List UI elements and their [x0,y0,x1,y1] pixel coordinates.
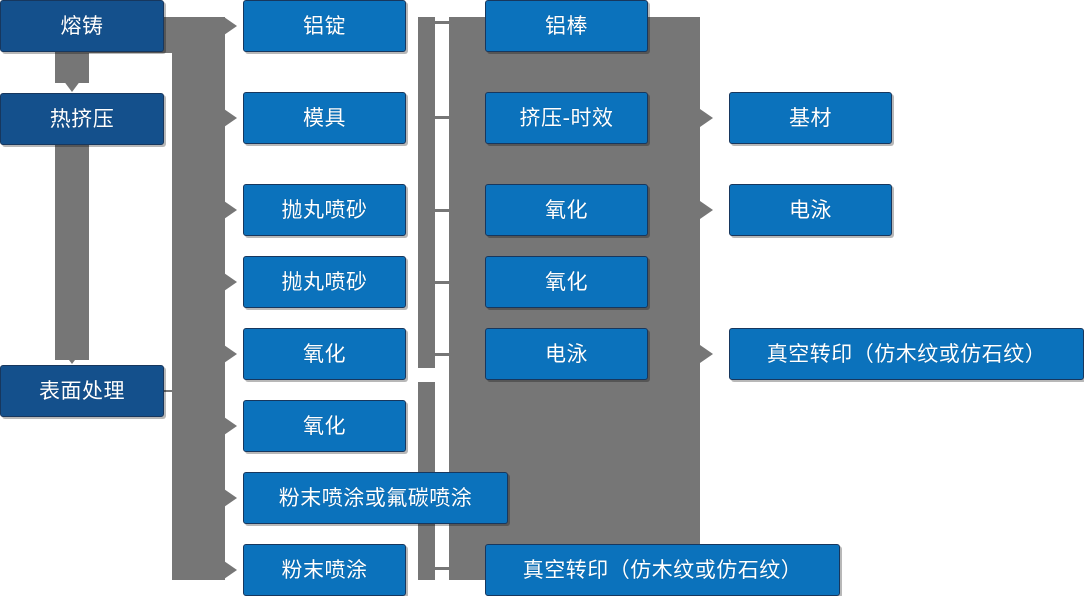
n-powder-coat-label: 粉末喷涂 [281,557,368,582]
triangle-down-icon [63,80,81,92]
n-electrophoresis-1-label: 电泳 [545,341,588,366]
n-vacuum-transfer-1-label: 真空转印（仿木纹或仿石纹） [522,557,803,582]
n-oxidation-1-label: 氧化 [303,341,346,366]
triangle-right-icon [224,273,237,291]
n-extrude-aging-label: 挤压-时效 [519,105,614,130]
triangle-right-icon [224,201,237,219]
triangle-right-icon [700,109,713,127]
triangle-right-icon [224,489,237,507]
n-oxidation-1[interactable]: 氧化 [243,328,406,380]
n-vacuum-transfer-1[interactable]: 真空转印（仿木纹或仿石纹） [485,544,840,596]
n-powder-coat[interactable]: 粉末喷涂 [243,544,406,596]
n-substrate[interactable]: 基材 [729,92,892,144]
n-mould-label: 模具 [303,105,346,130]
triangle-right-icon [224,561,237,579]
n-extrude-aging[interactable]: 挤压-时效 [485,92,648,144]
n-shotblast-2-label: 抛丸喷砂 [281,269,368,294]
triangle-right-icon [224,17,237,35]
surface-treatment-stub [164,390,186,392]
left-bus-vertical-lower [172,365,225,580]
triangle-right-icon [224,345,237,363]
middle-bus-tick [435,209,450,212]
n-oxidation-4-label: 氧化 [545,269,588,294]
n-al-ingot[interactable]: 铝锭 [243,0,406,52]
n-oxidation-3[interactable]: 氧化 [485,184,648,236]
left-bus-vertical-upper [172,17,225,365]
n-al-ingot-label: 铝锭 [303,13,346,38]
n-oxidation-2[interactable]: 氧化 [243,400,406,452]
n-shotblast-1[interactable]: 抛丸喷砂 [243,184,406,236]
n-oxidation-3-label: 氧化 [545,197,588,222]
triangle-right-icon [224,109,237,127]
middle-bus-tick [435,353,450,356]
n-shotblast-1-label: 抛丸喷砂 [281,197,368,222]
triangle-down-icon [63,352,81,364]
n-hot-extrude[interactable]: 热挤压 [0,93,164,145]
middle-bus-tick [435,21,450,24]
middle-bus-thin-upper [418,17,435,368]
n-mould[interactable]: 模具 [243,92,406,144]
n-electrophoresis-2-label: 电泳 [789,197,832,222]
middle-bus-tick [435,567,450,570]
n-hot-extrude-label: 热挤压 [49,106,115,131]
n-vacuum-transfer-2-label: 真空转印（仿木纹或仿石纹） [766,341,1047,366]
n-powder-or-pvdf[interactable]: 粉末喷涂或氟碳喷涂 [243,472,508,524]
n-melt-cast[interactable]: 熔铸 [0,0,164,52]
n-al-bar-label: 铝棒 [545,13,588,38]
n-melt-cast-label: 熔铸 [60,13,104,38]
n-surface-treat[interactable]: 表面处理 [0,365,164,417]
triangle-right-icon [700,345,713,363]
middle-bus-tick [435,281,450,284]
n-al-bar[interactable]: 铝棒 [485,0,648,52]
triangle-right-icon [224,417,237,435]
n-electrophoresis-1[interactable]: 电泳 [485,328,648,380]
n-shotblast-2[interactable]: 抛丸喷砂 [243,256,406,308]
n-oxidation-2-label: 氧化 [303,413,346,438]
middle-bus-tick [435,116,450,119]
n-substrate-label: 基材 [789,105,832,130]
n-surface-treat-label: 表面处理 [39,378,125,403]
n-oxidation-4[interactable]: 氧化 [485,256,648,308]
left-bus-stage2-link [55,110,89,360]
n-vacuum-transfer-2[interactable]: 真空转印（仿木纹或仿石纹） [729,328,1084,380]
n-electrophoresis-2[interactable]: 电泳 [729,184,892,236]
triangle-right-icon [700,201,713,219]
n-powder-or-pvdf-label: 粉末喷涂或氟碳喷涂 [278,485,473,510]
